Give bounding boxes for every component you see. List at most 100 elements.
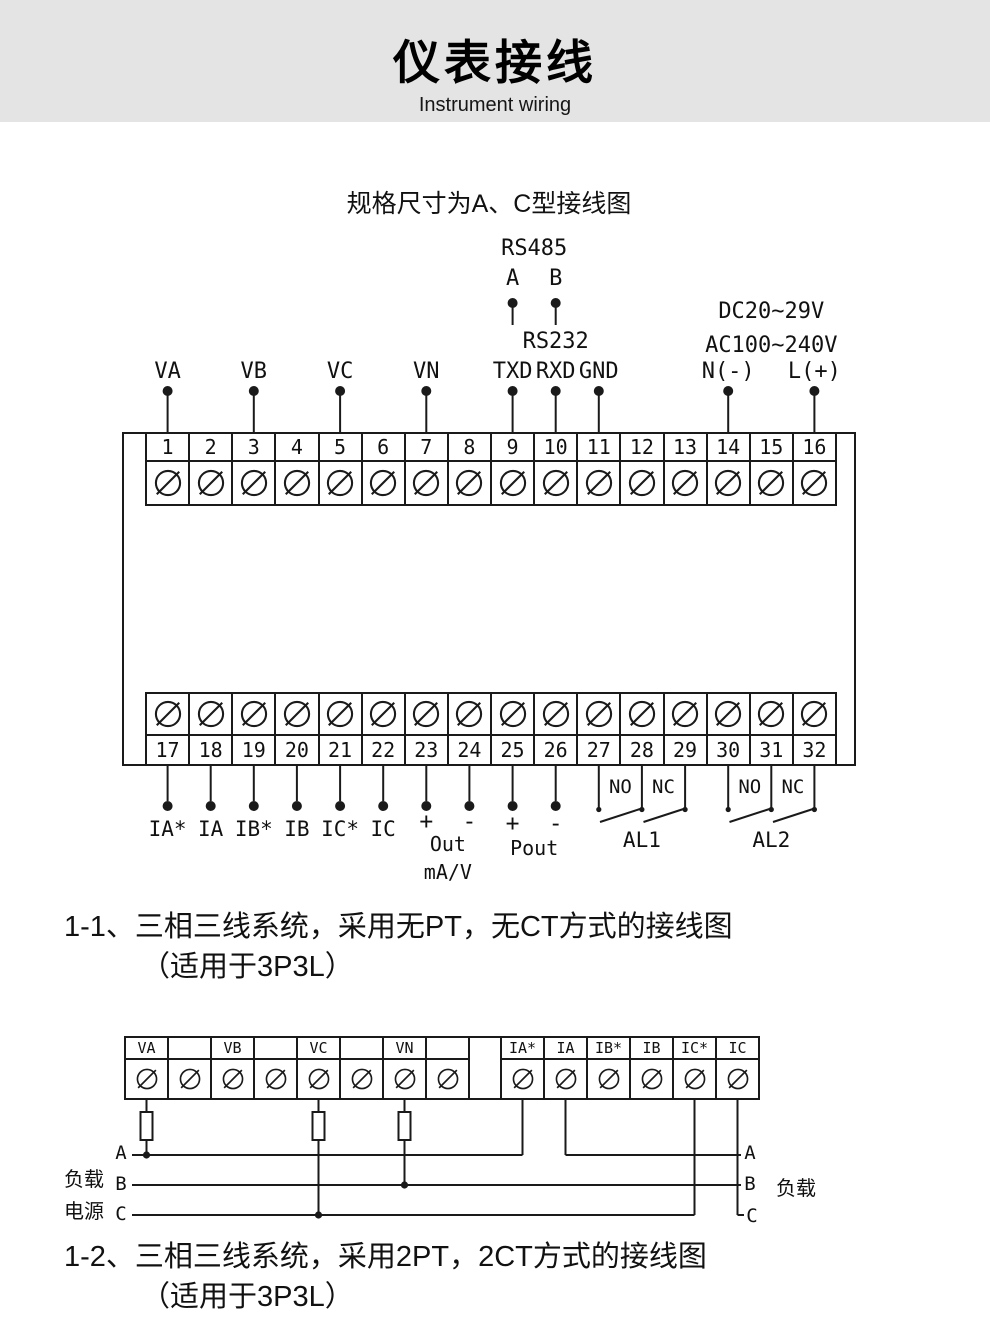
- fuse-symbol: [139, 1111, 154, 1141]
- screw-terminal: [578, 462, 619, 504]
- screw-terminal: [406, 694, 447, 734]
- page-header: 仪表接线 Instrument wiring: [0, 0, 990, 122]
- terminal-cell: 10: [535, 434, 579, 504]
- terminal-cell: 7: [405, 434, 449, 504]
- terminal-number: 4: [276, 434, 318, 462]
- screw-icon: [394, 1068, 415, 1090]
- screw-icon: [671, 700, 699, 728]
- power-dc-label: DC20~29V: [718, 299, 825, 324]
- screw-terminal: [751, 462, 792, 504]
- terminal-number: 15: [750, 434, 792, 462]
- section-1-2-heading: 1-2、三相三线系统，采用2PT，2CT方式的接线图: [64, 1241, 707, 1273]
- screw-terminal: [276, 694, 317, 734]
- terminal-cell: 32: [793, 694, 835, 764]
- screw-terminal: [363, 694, 404, 734]
- terminal-cell: 17: [147, 694, 191, 764]
- screw-icon: [801, 469, 828, 497]
- screw-terminal: [449, 694, 490, 734]
- terminal-cell: 6: [362, 434, 406, 504]
- screw-terminal: [255, 1060, 296, 1098]
- rs485-a-label: A: [505, 266, 520, 291]
- terminal-number: 12: [621, 434, 663, 462]
- screw-terminal: [708, 694, 749, 734]
- analog-minus-label: -: [462, 809, 477, 835]
- screw-icon: [727, 1068, 748, 1090]
- screw-icon: [641, 1068, 662, 1090]
- screw-terminal: [621, 694, 662, 734]
- screw-icon: [240, 469, 267, 497]
- screw-icon: [283, 700, 311, 728]
- terminal-cell: 30: [707, 694, 751, 764]
- terminal-cell: [341, 1038, 384, 1098]
- terminal-number: 14: [707, 434, 749, 462]
- screw-terminal: [621, 462, 662, 504]
- terminal-cell: 4: [276, 434, 320, 504]
- screw-icon: [265, 1068, 286, 1090]
- terminal-label: IA*: [502, 1038, 543, 1060]
- terminal-cell: 13: [664, 434, 708, 504]
- terminal-label: [255, 1038, 296, 1060]
- screw-terminal: [794, 694, 835, 734]
- terminal-label: IC: [717, 1038, 758, 1060]
- signal-label-ib-star: IB*: [234, 817, 273, 841]
- power-ac-label: AC100~240V: [705, 333, 838, 358]
- terminal-strip-diagram2: VA: [124, 1036, 760, 1100]
- terminal-cell: 23: [405, 694, 449, 764]
- screw-icon: [499, 469, 526, 497]
- terminal-label: [341, 1038, 382, 1060]
- terminal-cell: 2: [190, 434, 234, 504]
- terminal-number: 32: [793, 734, 835, 764]
- screw-icon: [413, 700, 440, 728]
- screw-terminal: [341, 1060, 382, 1098]
- terminal-cell: VN: [384, 1038, 427, 1098]
- right-phase-b-label: B: [744, 1173, 756, 1195]
- terminal-number: 18: [190, 734, 232, 764]
- analog-unit-label: mA/V: [423, 860, 472, 884]
- terminal-number: 8: [448, 434, 490, 462]
- screw-icon: [197, 469, 224, 497]
- terminal-cell: 8: [448, 434, 492, 504]
- relay2-name-label: AL2: [752, 828, 791, 852]
- terminal-cell: [255, 1038, 298, 1098]
- pulse-plus-label: +: [505, 811, 520, 837]
- screw-terminal: [717, 1060, 758, 1098]
- screw-icon: [512, 1068, 533, 1090]
- pulse-minus-label: -: [548, 811, 563, 837]
- screw-terminal: [233, 694, 274, 734]
- screw-icon: [555, 1068, 576, 1090]
- terminal-number: 16: [793, 434, 835, 462]
- signal-label-va: VA: [154, 359, 181, 384]
- screw-terminal: [276, 462, 317, 504]
- terminal-number: 7: [405, 434, 447, 462]
- terminal-number: 20: [276, 734, 318, 764]
- screw-terminal: [169, 1060, 210, 1098]
- terminal-number: 9: [492, 434, 534, 462]
- terminal-cell: 21: [319, 694, 363, 764]
- screw-icon: [499, 700, 526, 728]
- section-1-1-subheading: （适用于3P3L）: [141, 951, 354, 983]
- signal-label-ib: IB: [284, 817, 310, 841]
- screw-terminal: [147, 694, 188, 734]
- relay1-no-label: NO: [608, 776, 632, 798]
- screw-terminal: [363, 462, 404, 504]
- screw-icon: [240, 700, 267, 728]
- terminal-number: 23: [405, 734, 447, 764]
- terminal-cell: 19: [233, 694, 277, 764]
- signal-label-vb: VB: [240, 359, 268, 384]
- terminal-cell: [427, 1038, 470, 1098]
- doc-subtitle: Instrument wiring: [418, 94, 572, 116]
- screw-icon: [684, 1068, 705, 1090]
- screw-terminal: [190, 462, 231, 504]
- screw-terminal: [126, 1060, 167, 1098]
- signal-label-rxd: RXD: [535, 359, 576, 384]
- terminal-cell: 11: [578, 434, 622, 504]
- terminal-label: IB: [631, 1038, 672, 1060]
- terminal-number: 17: [147, 734, 189, 764]
- signal-label-ia-star: IA*: [148, 817, 187, 841]
- terminal-cell: IB: [631, 1038, 674, 1098]
- right-phase-a-label: A: [744, 1142, 756, 1164]
- screw-terminal: [665, 694, 706, 734]
- screw-terminal: [320, 462, 361, 504]
- terminal-number: 24: [448, 734, 490, 764]
- screw-icon: [413, 469, 440, 497]
